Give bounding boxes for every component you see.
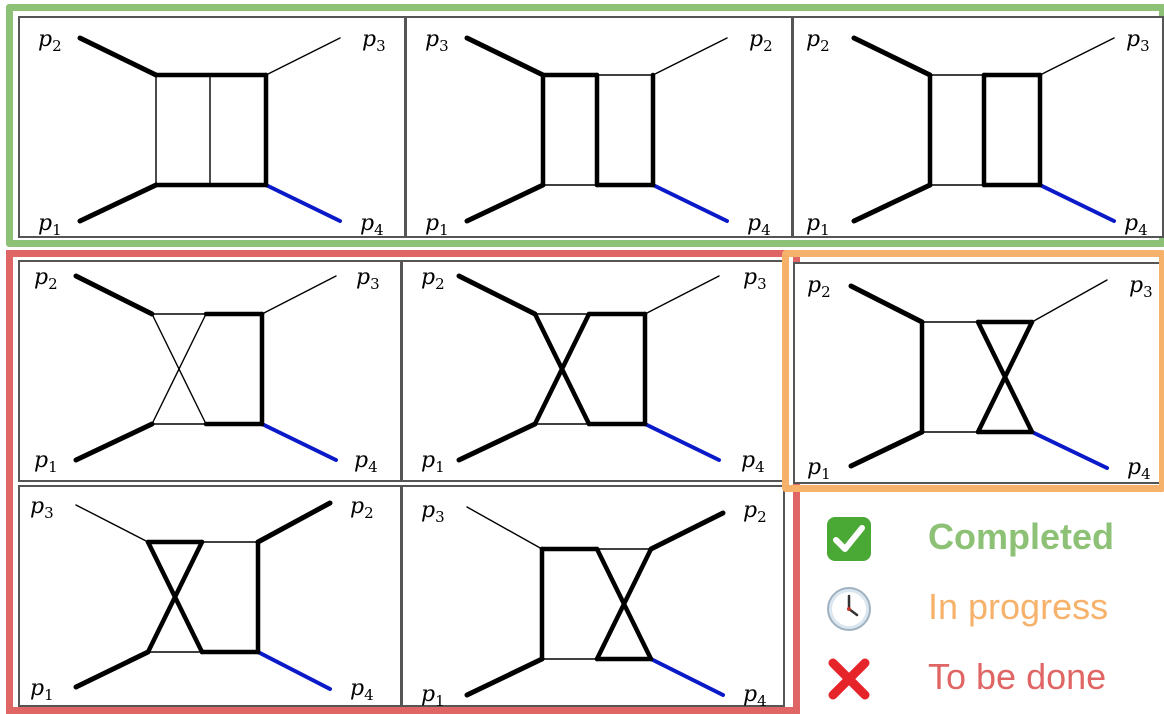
feynman-diagram-panel: p2 p3 p1 p4: [792, 16, 1164, 239]
momentum-label-p1: p1: [421, 682, 445, 709]
massive-propagator-line: [260, 422, 338, 462]
massive-propagator-line: [651, 183, 729, 223]
diagram-graphic: p2 p3 p1 p4: [38, 27, 386, 239]
propagator-line: [145, 539, 205, 655]
momentum-label-p3: p3: [743, 265, 767, 293]
legend-label-completed: Completed: [928, 516, 1115, 557]
massive-propagator-line: [1038, 183, 1116, 223]
propagator-line: [261, 275, 337, 315]
propagator-line: [594, 546, 654, 662]
propagator-line: [151, 313, 207, 425]
momentum-label-p1: p1: [806, 211, 830, 239]
propagator-line: [1031, 279, 1108, 323]
check-mark-icon: [827, 517, 871, 561]
propagator-line: [532, 311, 592, 427]
momentum-label-p3: p3: [421, 498, 445, 526]
propagator-line: [644, 275, 720, 315]
legend-item-in-progress: In progress: [800, 574, 1164, 644]
diagram-graphic: p3 p2 p1 p4: [421, 498, 767, 709]
massive-propagator-line: [1030, 430, 1109, 470]
propagator-line: [1039, 37, 1115, 76]
clock-icon: [827, 587, 871, 631]
propagator-line: [77, 182, 159, 224]
propagator-line: [75, 504, 149, 543]
momentum-label-p2: p2: [350, 494, 374, 522]
propagator-line: [73, 273, 155, 317]
propagator-line: [851, 35, 933, 78]
momentum-label-p3: p3: [362, 27, 386, 55]
momentum-label-p1: p1: [421, 448, 445, 476]
propagator-line: [77, 35, 159, 78]
diagram-graphic: p2 p3 p1 p4: [421, 265, 767, 476]
propagator-line: [464, 35, 546, 78]
propagator-line: [255, 500, 333, 545]
legend-item-to-be-done: To be done: [800, 644, 1164, 714]
propagator-line: [73, 421, 155, 463]
propagator-line: [848, 283, 925, 325]
momentum-label-p1: p1: [30, 676, 54, 704]
feynman-diagram-panel: p3 p2 p1 p4: [18, 485, 402, 707]
propagator-line: [851, 182, 933, 224]
momentum-label-p1: p1: [34, 448, 58, 476]
legend-label-to-be-done: To be done: [928, 656, 1107, 697]
propagator-line: [648, 510, 726, 552]
momentum-label-p2: p2: [421, 265, 445, 293]
massive-propagator-line: [256, 650, 332, 691]
momentum-label-p4: p4: [360, 211, 384, 239]
feynman-diagram-panel: p2 p3 p1 p4: [18, 260, 402, 482]
momentum-label-p3: p3: [30, 494, 54, 522]
feynman-diagram-panel: p2 p3 p1 p4: [18, 16, 406, 239]
propagator-line: [464, 656, 545, 698]
legend-item-completed: Completed: [800, 504, 1164, 574]
propagator-line: [456, 273, 538, 317]
propagator-line: [975, 319, 1035, 435]
propagator-line: [464, 182, 546, 224]
momentum-label-p2: p2: [749, 27, 773, 55]
propagator-line: [73, 649, 151, 690]
momentum-label-p2: p2: [743, 498, 767, 526]
momentum-label-p3: p3: [425, 27, 449, 55]
feynman-diagram-panel: p2 p3 p1 p4: [401, 260, 785, 482]
momentum-label-p2: p2: [38, 27, 62, 55]
propagator-line: [456, 421, 538, 463]
in-progress-group-border: [782, 250, 1164, 492]
diagram-graphic: p2 p3 p1 p4: [34, 265, 380, 476]
massive-propagator-line: [649, 657, 725, 697]
legend-label-in-progress: In progress: [928, 586, 1109, 627]
cross-mark-icon: [828, 658, 870, 700]
diagram-graphic: p3 p2 p1 p4: [30, 494, 374, 704]
momentum-label-p4: p4: [747, 211, 771, 239]
momentum-label-p4: p4: [743, 682, 767, 709]
diagram-graphic: p3 p2 p1 p4: [425, 27, 773, 239]
feynman-diagram-panel: p3 p2 p1 p4: [405, 16, 793, 239]
propagator-line: [848, 429, 925, 469]
momentum-label-p4: p4: [1124, 211, 1148, 239]
propagator-line: [652, 37, 728, 76]
momentum-label-p2: p2: [806, 27, 830, 55]
massive-propagator-line: [643, 422, 721, 462]
feynman-diagram-panel: p3 p2 p1 p4: [401, 485, 785, 709]
momentum-label-p4: p4: [741, 448, 765, 476]
momentum-label-p2: p2: [34, 265, 58, 293]
momentum-label-p4: p4: [350, 676, 374, 704]
momentum-label-p3: p3: [356, 265, 380, 293]
propagator-line: [265, 37, 341, 76]
massive-propagator-line: [264, 183, 342, 223]
propagator-line: [466, 506, 543, 550]
momentum-label-p1: p1: [425, 211, 449, 239]
status-legend: Completed In progress To be done: [800, 500, 1164, 714]
diagram-graphic: p2 p3 p1 p4: [806, 27, 1150, 239]
momentum-label-p4: p4: [354, 448, 378, 476]
momentum-label-p3: p3: [1126, 27, 1150, 55]
momentum-label-p1: p1: [38, 211, 62, 239]
